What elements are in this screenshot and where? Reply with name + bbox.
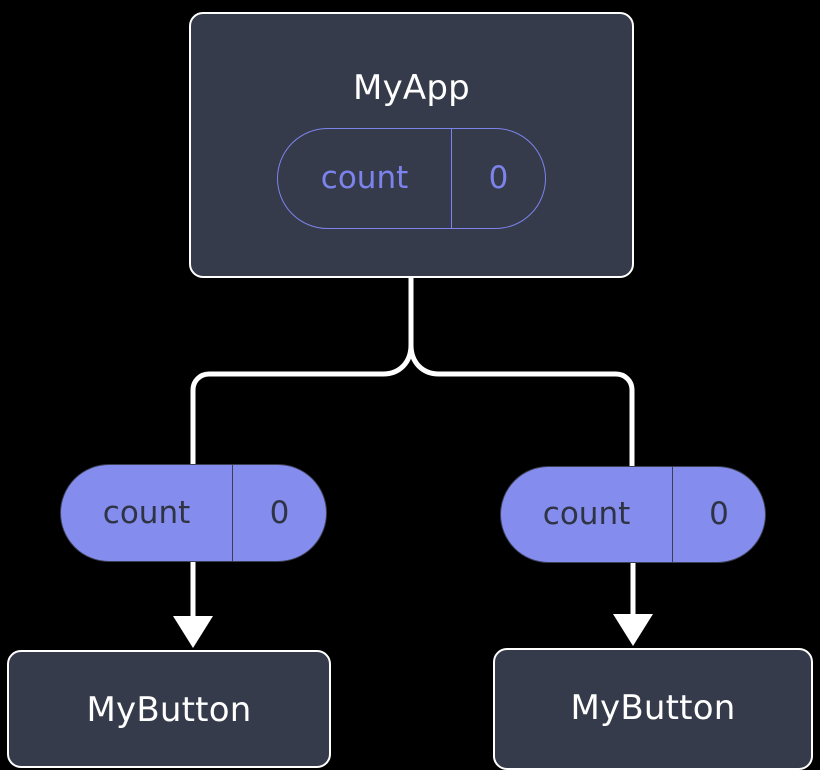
node-mybutton-card-1[interactable]: MyButton — [7, 650, 331, 768]
state-pill-child-2-key: count — [542, 496, 631, 532]
node-mybutton-label-2: MyButton — [570, 688, 736, 728]
state-pill-myapp[interactable]: count 0 — [277, 128, 546, 229]
node-mybutton-label-1: MyButton — [86, 690, 252, 730]
arrow-left-pill-to-button — [173, 557, 213, 648]
state-pill-child-2[interactable]: count 0 — [500, 466, 766, 563]
state-pill-myapp-value: 0 — [451, 129, 545, 228]
branch-connector-right — [408, 342, 635, 469]
state-pill-child-2-value: 0 — [672, 467, 765, 562]
branch-connector-trunk — [190, 275, 414, 469]
state-pill-myapp-key: count — [320, 160, 409, 196]
arrow-right-pill-to-button — [613, 558, 653, 646]
state-pill-child-1-key: count — [102, 494, 191, 531]
node-myapp-card[interactable]: MyApp — [189, 12, 634, 278]
state-pill-child-1-value: 0 — [232, 465, 326, 561]
state-pill-child-1[interactable]: count 0 — [60, 464, 327, 562]
node-mybutton-card-2[interactable]: MyButton — [493, 648, 813, 770]
node-myapp-label: MyApp — [353, 68, 470, 108]
